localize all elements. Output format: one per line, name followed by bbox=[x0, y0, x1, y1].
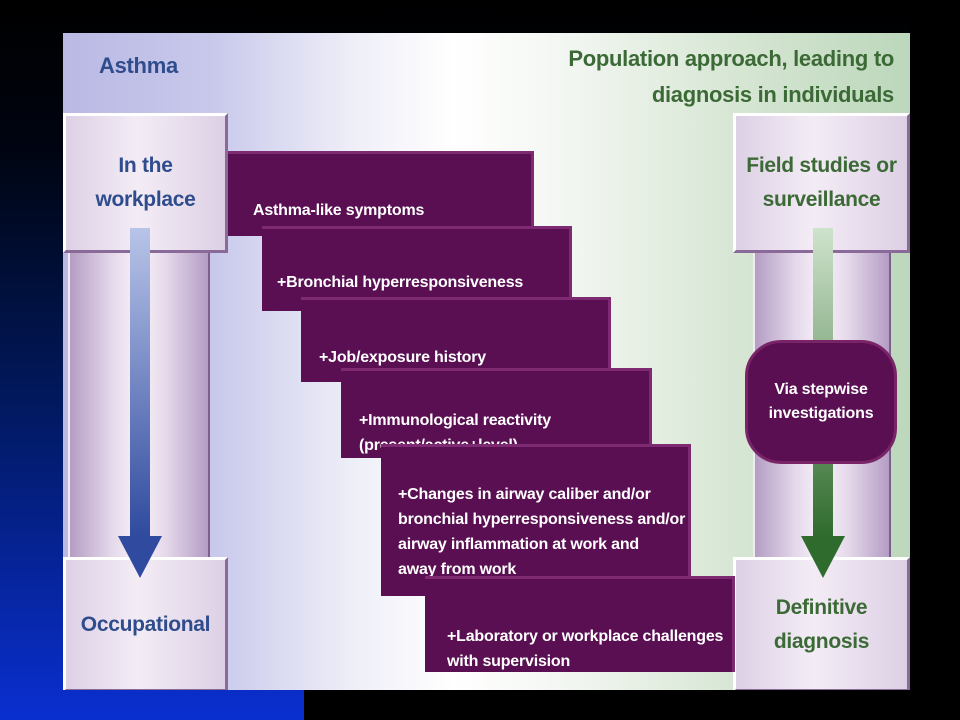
left-down-arrow bbox=[118, 228, 162, 578]
step-2: +Bronchial hyperresponsiveness bbox=[262, 226, 572, 311]
right-bottom-line2: diagnosis bbox=[773, 629, 870, 653]
right-top-line2: surveillance bbox=[762, 188, 881, 211]
header-right-line2: diagnosis in individuals bbox=[651, 82, 894, 107]
left-top-line1: In the bbox=[118, 154, 173, 177]
left-bottom-box: Occupational bbox=[63, 557, 228, 690]
diagram-panel: Asthma Population approach, leading to d… bbox=[63, 33, 910, 690]
step-1: Asthma-like symptoms bbox=[228, 151, 534, 236]
header-left-title: Asthma bbox=[99, 53, 178, 78]
stepwise-oval: Via stepwise investigations bbox=[745, 340, 897, 464]
right-bottom-line1: Definitive bbox=[775, 595, 868, 619]
step-3-label: +Job/exposure history bbox=[319, 349, 486, 366]
header-right-title: Population approach, leading to diagnosi… bbox=[514, 41, 894, 113]
right-top-line1: Field studies or bbox=[746, 154, 897, 177]
left-top-line2: workplace bbox=[95, 188, 196, 211]
step-6: +Laboratory or workplace challenges with… bbox=[425, 576, 735, 672]
header-right-line1: Population approach, leading to bbox=[568, 46, 894, 71]
step-6-label: +Laboratory or workplace challenges with… bbox=[447, 628, 724, 670]
step-5: +Changes in airway caliber and/or bronch… bbox=[381, 444, 691, 596]
slide-background-band bbox=[304, 690, 960, 720]
step-5-label: +Changes in airway caliber and/or bronch… bbox=[398, 486, 686, 578]
slide-background-band-right bbox=[910, 0, 960, 720]
oval-line2: investigations bbox=[768, 405, 874, 422]
oval-line1: Via stepwise bbox=[774, 381, 868, 398]
right-bottom-box: Definitive diagnosis bbox=[733, 557, 910, 690]
step-3: +Job/exposure history bbox=[301, 297, 611, 382]
step-2-label: +Bronchial hyperresponsiveness bbox=[277, 274, 524, 291]
step-1-label: Asthma-like symptoms bbox=[253, 202, 425, 219]
left-bottom-label: Occupational bbox=[80, 612, 211, 636]
